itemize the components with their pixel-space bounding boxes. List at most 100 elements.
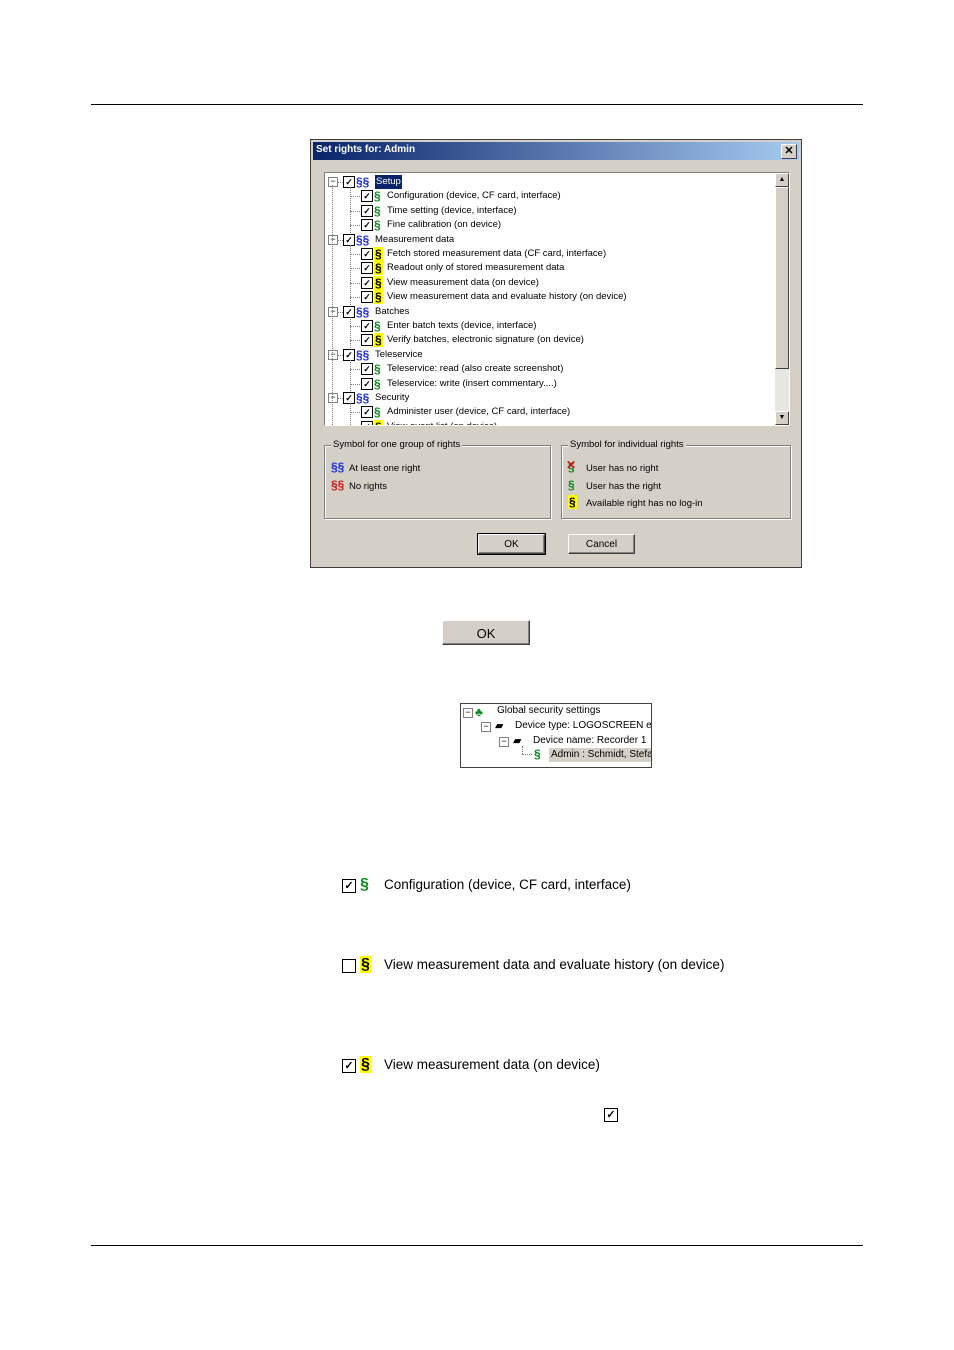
expand-collapse-icon[interactable]: − [328, 234, 338, 245]
paragraph-blue-icon: §§ [356, 304, 370, 319]
right-checkbox[interactable]: ✓ [361, 320, 373, 332]
expand-collapse-icon[interactable]: − [481, 722, 491, 732]
right-checkbox[interactable]: ✓ [343, 305, 355, 318]
expand-collapse-icon[interactable]: − [328, 306, 338, 317]
tree-item-row[interactable]: ✓§Fetch stored measurement data (CF card… [325, 247, 775, 261]
paragraph-blue-icon: §§ [356, 175, 370, 189]
legend-item: §Available right has no log-in [568, 495, 703, 509]
tree-item-row[interactable]: ✓§Enter batch texts (device, interface) [325, 319, 775, 333]
tree-user-label[interactable]: Admin : Schmidt, Stefan [549, 748, 651, 762]
paragraph-green-icon: § [374, 405, 381, 420]
tree-group-row[interactable]: −✓§§Measurement data [325, 233, 775, 247]
right-checkbox[interactable]: ✓ [361, 377, 373, 390]
right-checkbox[interactable]: ✓ [361, 219, 373, 232]
right-checkbox[interactable]: ✓ [343, 176, 355, 188]
right-checkbox[interactable]: ✓ [343, 233, 355, 246]
expand-collapse-icon[interactable]: − [328, 349, 338, 360]
tree-root-label[interactable]: Global security settings [497, 705, 601, 716]
set-rights-dialog: Set rights for: Admin ✕ −✓§§Setup✓§Confi… [310, 139, 802, 568]
tree-device-type-label[interactable]: Device type: LOGOSCREEN es [515, 720, 652, 731]
legend-item: § User has the right [568, 478, 661, 492]
tree-group-row[interactable]: −✓§§Security [325, 391, 775, 405]
right-checkbox[interactable]: ✓ [361, 334, 373, 347]
device-name-icon: ▰ [513, 735, 522, 747]
tree-group-row[interactable]: −✓§§ Batches [325, 305, 775, 319]
scroll-down-icon[interactable]: ▼ [775, 411, 789, 425]
paragraph-yellow-icon: § [360, 1056, 371, 1073]
tree-item-row[interactable]: ✓§Verify batches, electronic signature (… [325, 333, 775, 348]
paragraph-blue-icon: §§ [356, 232, 370, 247]
right-checkbox[interactable]: ✓ [361, 204, 373, 217]
legend-item: §✕ User has no right [566, 458, 659, 474]
tree-label: Time setting (device, interface) [387, 204, 517, 216]
tree-item-row[interactable]: ✓§Fine calibration (on device) [325, 218, 775, 232]
tree-item-row[interactable]: ✓§Readout only of stored measurement dat… [325, 261, 775, 276]
expand-collapse-icon[interactable]: − [499, 737, 509, 747]
tree-item-row[interactable]: ✓§Teleservice: read (also create screens… [325, 362, 775, 376]
legend-label: At least one right [349, 463, 421, 474]
expand-collapse-icon[interactable]: − [328, 393, 338, 403]
legend-label: User has no right [586, 463, 659, 474]
tree-item-row[interactable]: ✓§View event list (on device) [325, 419, 775, 425]
paragraph-crossed-icon: §✕ [566, 458, 577, 474]
scroll-up-icon[interactable]: ▲ [775, 173, 789, 187]
right-checkbox[interactable]: ✓ [343, 392, 355, 404]
tree-item-row[interactable]: ✓§ Configuration (device, CF card, interf… [325, 189, 775, 203]
tree-label: View event list (on device) [387, 420, 497, 425]
legend-label: Available right has no log-in [586, 498, 703, 509]
tree-item-row[interactable]: ✓§View measurement data (on device) [325, 275, 775, 290]
example-label: Configuration (device, CF card, interfac… [384, 877, 631, 892]
tree-group-row[interactable]: −✓§§ Teleservice [325, 348, 775, 362]
tree-item-row[interactable]: ✓§View measurement data and evaluate his… [325, 290, 775, 305]
ok-button[interactable]: OK [477, 533, 546, 555]
checked-checkbox-icon: ✓ [604, 1108, 618, 1122]
tree-root-icon: ♣ [475, 705, 483, 719]
paragraph-yellow-icon: § [374, 333, 383, 348]
right-checkbox[interactable]: ✓ [361, 291, 373, 304]
dialog-title: Set rights for: Admin [316, 144, 416, 155]
paragraph-blue-icon: §§ [356, 391, 370, 405]
legend-item: §§At least one right [331, 460, 420, 474]
legend-group-rights: Symbol for one group of rights §§At leas… [324, 439, 551, 519]
legend-item: §§No rights [331, 478, 387, 492]
tree-item-row[interactable]: ✓§ Teleservice: write (insert commentary.… [325, 377, 775, 391]
security-settings-tree[interactable]: − ♣ Global security settings − ▰ Device … [460, 703, 652, 768]
tree-label: Configuration (device, CF card, interfac… [387, 190, 561, 202]
tree-label: Batches [375, 305, 410, 317]
right-checkbox[interactable]: ✓ [361, 363, 373, 376]
footer-rule [91, 1245, 863, 1246]
example-checkbox [342, 959, 356, 973]
right-checkbox[interactable]: ✓ [361, 190, 373, 203]
tree-item-row[interactable]: ✓§Time setting (device, interface) [325, 204, 775, 218]
expand-collapse-icon[interactable]: − [463, 708, 473, 718]
rights-tree[interactable]: −✓§§Setup✓§Configuration (device, CF car… [324, 172, 790, 426]
right-checkbox[interactable]: ✓ [361, 248, 373, 260]
paragraph-yellow-icon: § [360, 956, 371, 973]
legend-label: User has the right [586, 480, 661, 492]
paragraph-blue-icon: §§ [356, 347, 370, 362]
tree-label: Fine calibration (on device) [387, 219, 502, 231]
right-checkbox[interactable]: ✓ [361, 276, 373, 289]
paragraph-green-icon: § [374, 376, 381, 391]
ok-button-large[interactable]: OK [442, 620, 530, 645]
example-label: View measurement data and evaluate histo… [384, 957, 725, 972]
close-icon[interactable]: ✕ [781, 144, 797, 159]
right-checkbox[interactable]: ✓ [361, 420, 373, 425]
tree-group-row[interactable]: −✓§§ Setup [325, 175, 775, 189]
right-checkbox[interactable]: ✓ [361, 406, 373, 419]
right-checkbox[interactable]: ✓ [343, 348, 355, 361]
paragraph-green-icon: § [374, 189, 381, 204]
paragraph-green-icon: § [374, 362, 381, 377]
paragraph-green-icon: § [568, 477, 575, 492]
scroll-thumb[interactable] [775, 187, 789, 369]
tree-label: Enter batch texts (device, interface) [387, 320, 537, 331]
right-checkbox[interactable]: ✓ [361, 262, 373, 275]
tree-label: Setup [375, 175, 402, 189]
tree-label: Teleservice [375, 348, 423, 360]
expand-collapse-icon[interactable]: − [328, 177, 338, 187]
tree-device-name-label[interactable]: Device name: Recorder 1 [533, 735, 647, 746]
cancel-button[interactable]: Cancel [568, 534, 635, 554]
tree-scrollbar[interactable]: ▲▼ [775, 173, 789, 425]
tree-label: Teleservice: write (insert commentary...… [387, 377, 557, 389]
tree-item-row[interactable]: ✓§Administer user (device, CF card, inte… [325, 405, 775, 419]
